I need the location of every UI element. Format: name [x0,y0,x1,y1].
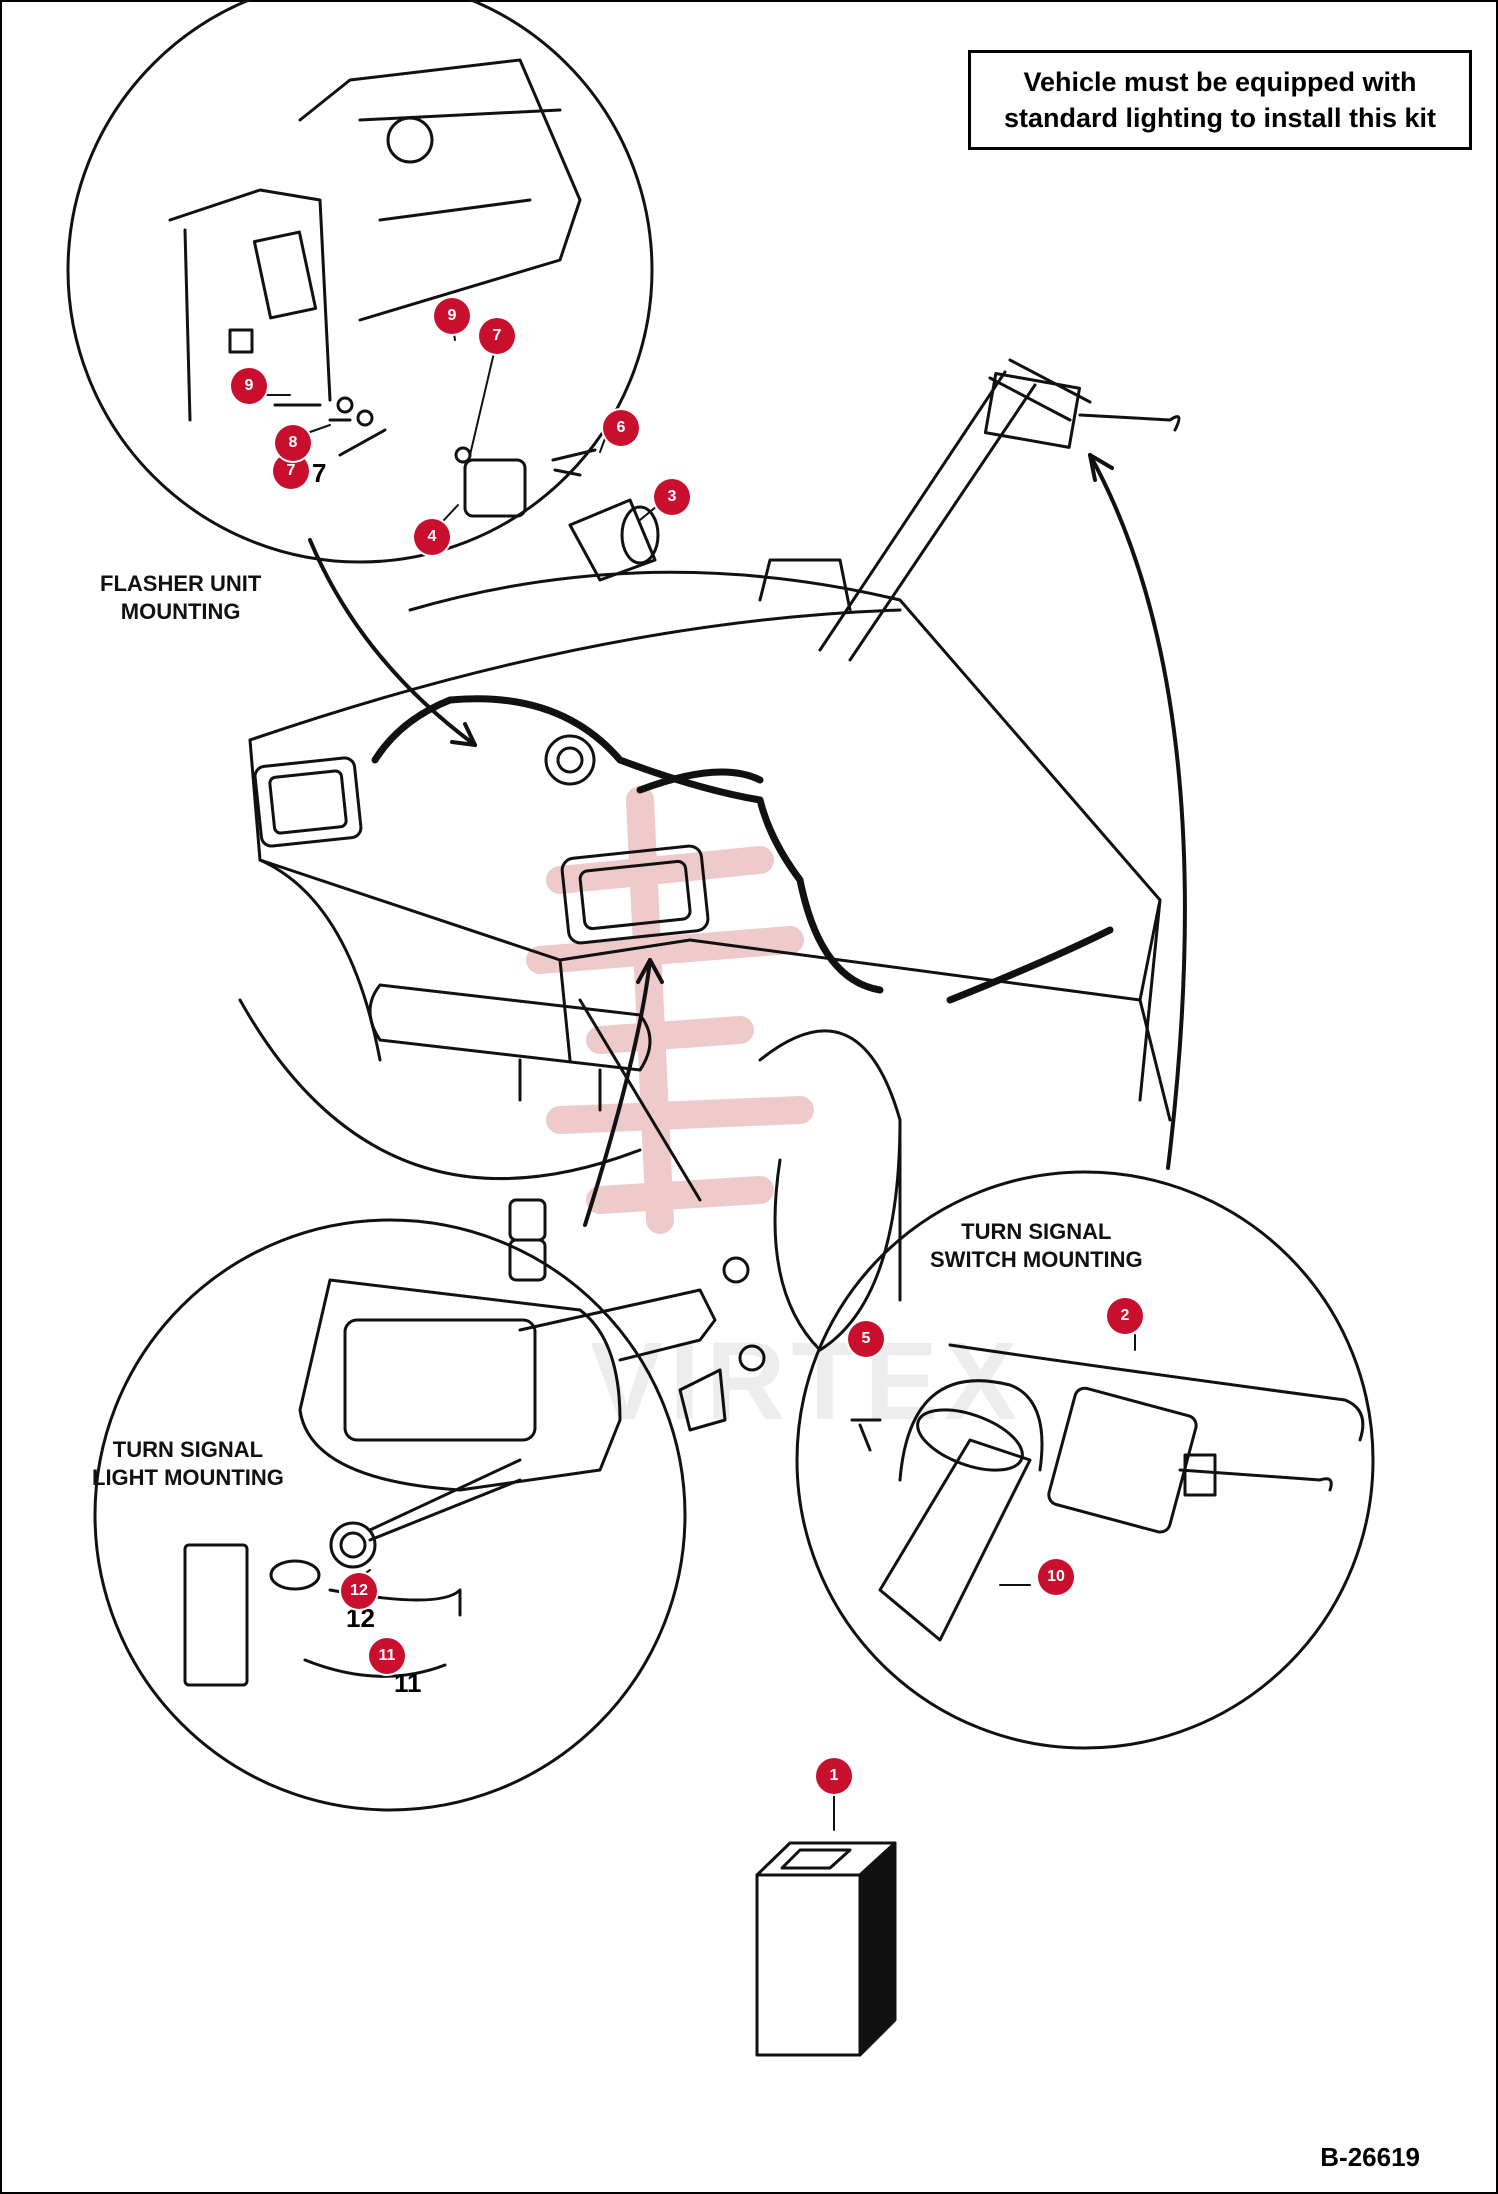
caption-flasher-mounting: FLASHER UNIT MOUNTING [100,571,262,624]
stamp-mark [526,786,814,1234]
callout-7-lower[interactable]: 7 [273,453,309,489]
figure-number: B-26619 [1320,2142,1420,2172]
callout-12[interactable]: 12 [341,1573,377,1609]
callout-9-upper[interactable]: 9 [434,298,470,334]
callout-9-lower[interactable]: 9 [231,368,267,404]
printed-part-7: 7 [312,458,327,488]
requirement-note: Vehicle must be equipped with standard l… [968,50,1472,150]
harness-connector [544,734,596,786]
callout-5[interactable]: 5 [848,1321,884,1357]
wiring-harness [371,695,1114,1004]
callout-2[interactable]: 2 [1107,1298,1143,1334]
callout-8[interactable]: 8 [275,425,311,461]
light-detail [93,1198,766,1812]
steering-column [818,358,1181,662]
requirement-note-line1: Vehicle must be equipped with [1023,67,1417,97]
callout-3[interactable]: 3 [654,479,690,515]
switch-detail [795,1170,1375,1750]
callout-4[interactable]: 4 [414,519,450,555]
callout-1[interactable]: 1 [816,1758,852,1794]
caption-switch-mounting: TURN SIGNAL SWITCH MOUNTING [930,1219,1143,1272]
printed-part-11: 11 [394,1668,422,1698]
routing-arrows [308,453,1187,1227]
watermark: VIRTEX [590,1320,1024,1443]
vehicle-body [238,558,1172,1352]
callout-10[interactable]: 10 [1038,1559,1074,1595]
headlights [253,756,710,945]
callout-7-upper[interactable]: 7 [479,318,515,354]
callout-6[interactable]: 6 [603,410,639,446]
callout-11[interactable]: 11 [369,1638,405,1674]
kit-box [755,1841,897,2057]
requirement-note-line2: standard lighting to install this kit [1003,103,1436,133]
flasher-detail [66,0,660,582]
caption-light-mounting: TURN SIGNAL LIGHT MOUNTING [92,1437,284,1490]
leader-lines [264,319,1136,1831]
